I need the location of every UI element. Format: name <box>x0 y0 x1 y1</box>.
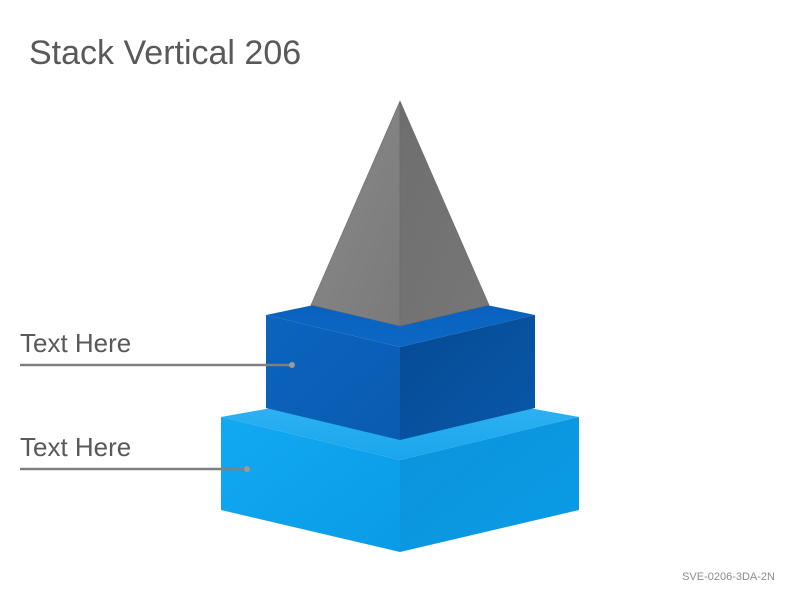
apex-right-face <box>399 100 490 327</box>
layer-label-top: Text Here <box>20 328 132 358</box>
layer-bottom-left-face <box>221 417 400 552</box>
apex-pyramid <box>310 100 490 327</box>
slide-code: SVE-0206-3DA-2N <box>682 571 775 583</box>
layer-middle-left-face <box>266 315 400 440</box>
layer-label-bottom: Text Here <box>20 432 132 462</box>
layer-middle-right-face <box>400 315 535 440</box>
slide-title: Stack Vertical 206 <box>29 34 302 72</box>
apex-left-face <box>310 100 401 327</box>
connector-1 <box>20 362 295 368</box>
connector-2 <box>20 466 250 472</box>
layer-bottom-right-face <box>400 417 579 552</box>
